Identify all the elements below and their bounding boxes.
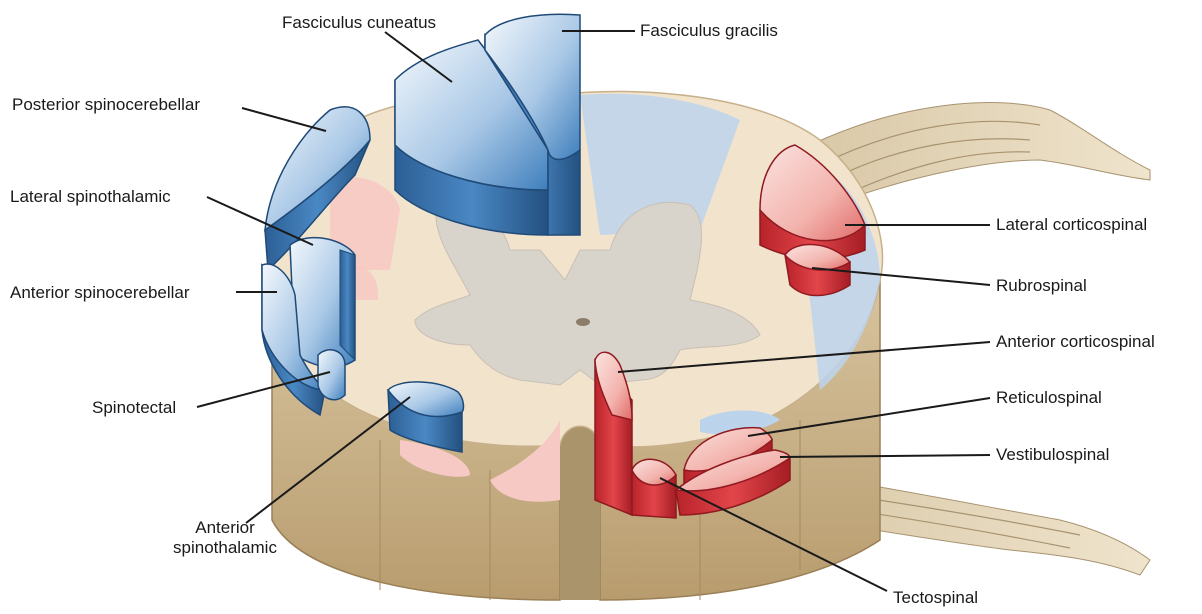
label-spinotectal: Spinotectal	[92, 398, 176, 418]
label-tectospinal: Tectospinal	[893, 588, 978, 608]
label-anterior-spinothalamic: Anterior spinothalamic	[150, 518, 300, 558]
label-anterior-spinocerebellar: Anterior spinocerebellar	[10, 283, 190, 303]
label-posterior-spinocerebellar: Posterior spinocerebellar	[12, 95, 200, 115]
label-anterior-spinothalamic-line2: spinothalamic	[150, 538, 300, 558]
central-canal	[576, 318, 590, 326]
label-fasciculus-cuneatus: Fasciculus cuneatus	[282, 13, 436, 33]
label-lateral-spinothalamic: Lateral spinothalamic	[10, 187, 171, 207]
label-rubrospinal: Rubrospinal	[996, 276, 1087, 296]
label-reticulospinal: Reticulospinal	[996, 388, 1102, 408]
label-vestibulospinal: Vestibulospinal	[996, 445, 1109, 465]
label-fasciculus-gracilis: Fasciculus gracilis	[640, 21, 778, 41]
label-lateral-corticospinal: Lateral corticospinal	[996, 215, 1147, 235]
leader-posterior-spinocerebellar	[242, 108, 326, 131]
tectospinal-tract	[632, 459, 676, 518]
label-anterior-spinothalamic-line1: Anterior	[150, 518, 300, 538]
label-anterior-corticospinal: Anterior corticospinal	[996, 332, 1155, 352]
